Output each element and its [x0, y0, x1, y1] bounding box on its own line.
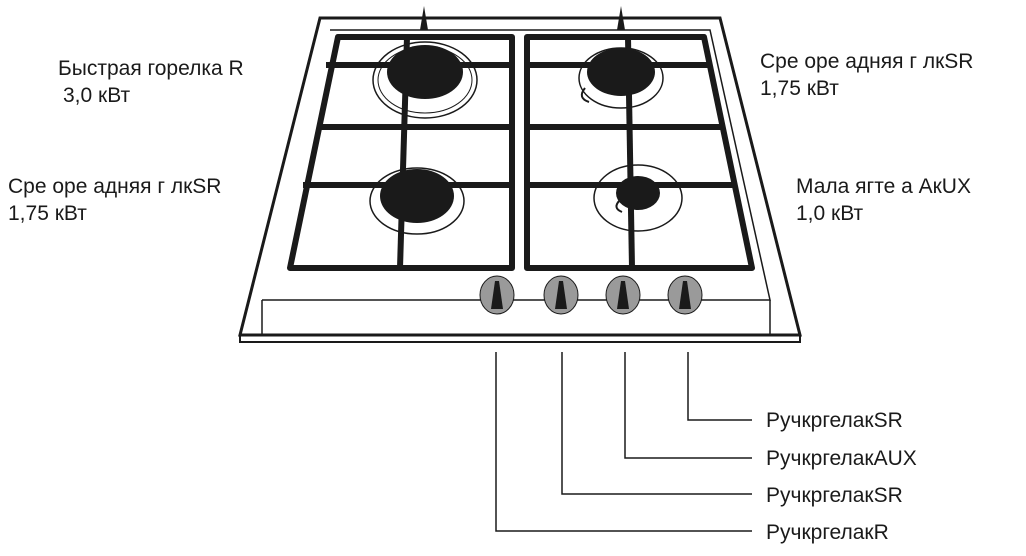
burner-bottom-right-power: 1,0 кВт	[796, 202, 864, 225]
burner-top-left	[372, 41, 478, 119]
burner-top-right-power: 1,75 кВт	[760, 77, 839, 100]
hob-outline	[238, 16, 802, 337]
rear-spike-right	[617, 6, 625, 30]
burner-bottom-left	[369, 167, 465, 235]
label-burner-bottom-left: Сре оре адняя г лкSR 1,75 кВт	[8, 173, 221, 227]
knob-sr-left	[543, 275, 579, 315]
burner-top-right	[578, 47, 664, 109]
burner-bottom-right-name: Мала ягте а АкUX	[796, 175, 971, 198]
label-burner-bottom-right: Мала ягте а АкUX 1,0 кВт	[796, 173, 971, 227]
burner-top-left-power: 3,0 кВт	[63, 84, 131, 107]
label-knob-aux: РучкргелакAUX	[766, 447, 917, 470]
hob-inner-outline	[262, 29, 771, 301]
label-burner-top-left: Быстрая горелка R 3,0 кВт	[58, 55, 244, 109]
knob-sr-right	[667, 275, 703, 315]
burner-top-left-name: Быстрая горелка R	[58, 57, 244, 80]
leader-knob-aux	[624, 352, 752, 459]
rear-spike-left	[420, 6, 428, 30]
burner-top-right-name: Сре оре адняя г лкSR	[760, 50, 974, 73]
leader-knob-sr-right	[687, 352, 752, 421]
label-knob-sr-right: РучкргелакSR	[766, 409, 903, 432]
label-burner-top-right: Сре оре адняя г лкSR 1,75 кВт	[760, 48, 973, 102]
leader-knob-sr-left	[561, 352, 752, 495]
knob-r	[479, 275, 515, 315]
hob-front-edge	[239, 335, 801, 343]
label-knob-sr-left: РучкргелакSR	[766, 484, 903, 507]
leader-knob-r	[495, 352, 752, 532]
burner-bottom-left-power: 1,75 кВт	[8, 202, 87, 225]
burner-bottom-left-name: Сре оре адняя г лкSR	[8, 175, 222, 198]
label-knob-r: РучкргелакR	[766, 521, 889, 544]
knob-aux	[605, 275, 641, 315]
burner-bottom-right	[593, 164, 683, 232]
